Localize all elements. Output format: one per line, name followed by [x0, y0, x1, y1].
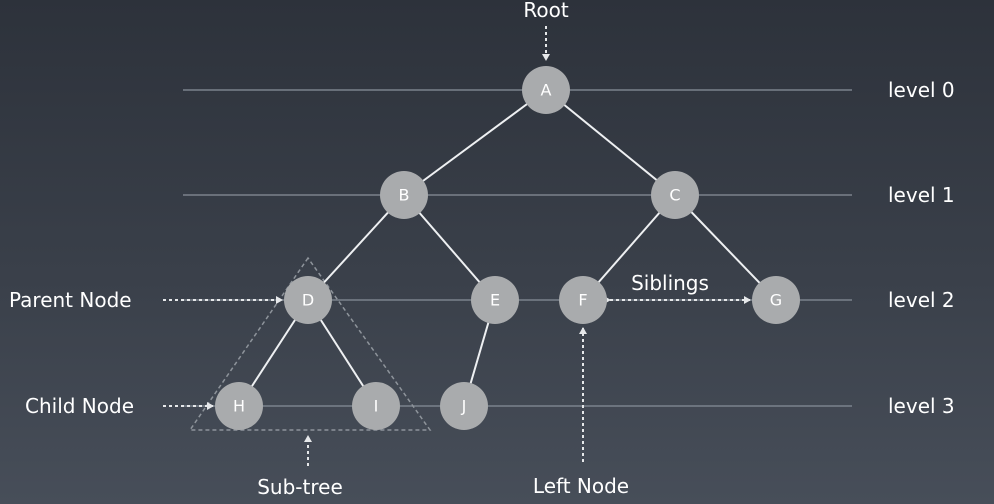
level-0-label: level 0 [888, 78, 955, 102]
node-a: A [522, 66, 570, 114]
level-2-label: level 2 [888, 288, 955, 312]
node-b-label: B [399, 186, 410, 205]
edge-c-g [674, 194, 777, 301]
root-label: Root [523, 0, 568, 22]
node-f: F [559, 276, 607, 324]
node-h-label: H [233, 397, 245, 416]
node-e: E [471, 276, 519, 324]
level-1-label: level 1 [888, 183, 955, 207]
edge-a-b [403, 89, 547, 196]
sub-tree-label: Sub-tree [257, 475, 343, 499]
left-node-label: Left Node [533, 474, 629, 498]
node-i-label: I [374, 397, 379, 416]
node-d-label: D [302, 291, 314, 310]
subtree-triangle [188, 256, 432, 431]
siblings-label: Siblings [631, 271, 709, 295]
edge-a-c [545, 89, 676, 196]
node-i: I [352, 382, 400, 430]
level-3-label: level 3 [888, 394, 955, 418]
node-g: G [752, 276, 800, 324]
node-j: J [440, 382, 488, 430]
node-c: C [651, 171, 699, 219]
node-e-label: E [490, 291, 500, 310]
node-g-label: G [770, 291, 782, 310]
node-a-label: A [541, 81, 552, 100]
node-f-label: F [578, 291, 587, 310]
child-node-label: Child Node [25, 394, 134, 418]
parent-node-label: Parent Node [9, 288, 132, 312]
node-c-label: C [669, 186, 680, 205]
node-b: B [380, 171, 428, 219]
node-h: H [215, 382, 263, 430]
node-d: D [284, 276, 332, 324]
node-j-label: J [461, 397, 467, 416]
